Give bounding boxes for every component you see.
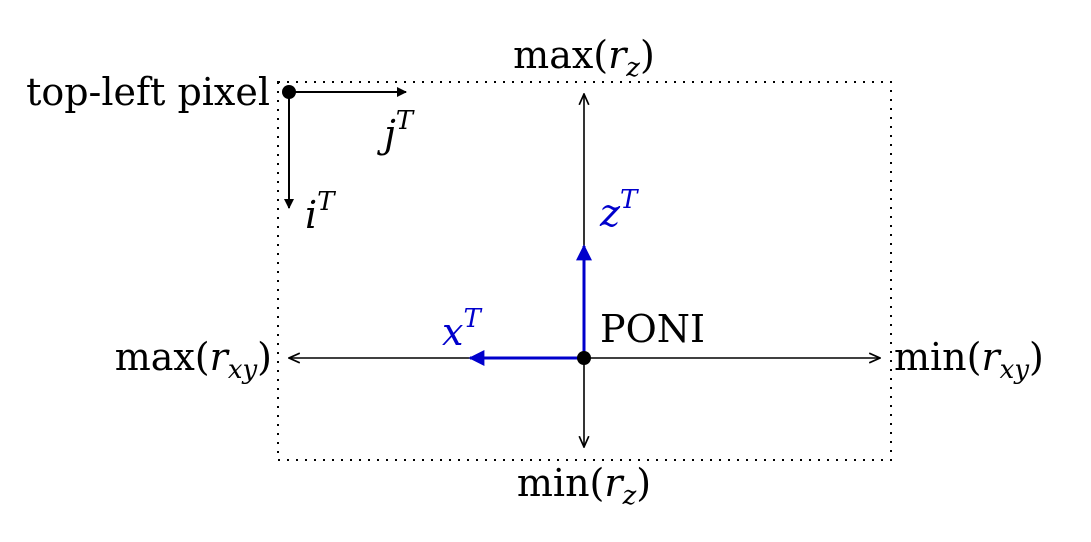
poni-dot xyxy=(577,351,591,365)
j-axis-label: jT xyxy=(377,106,415,156)
detector-frame xyxy=(277,81,892,461)
max-rxy-label: max(rxy) xyxy=(115,335,272,385)
z-axis-label: zT xyxy=(599,185,639,235)
max-rz-label: max(rz) xyxy=(513,33,655,83)
i-axis-label: iT xyxy=(305,187,336,237)
min-rz-label: min(rz) xyxy=(517,461,651,511)
top-left-pixel-label: top-left pixel xyxy=(26,70,270,114)
poni-label: PONI xyxy=(600,307,705,351)
min-rxy-label: min(rxy) xyxy=(894,335,1044,385)
x-axis-label: xT xyxy=(442,304,482,354)
top-left-pixel-dot xyxy=(282,85,296,99)
